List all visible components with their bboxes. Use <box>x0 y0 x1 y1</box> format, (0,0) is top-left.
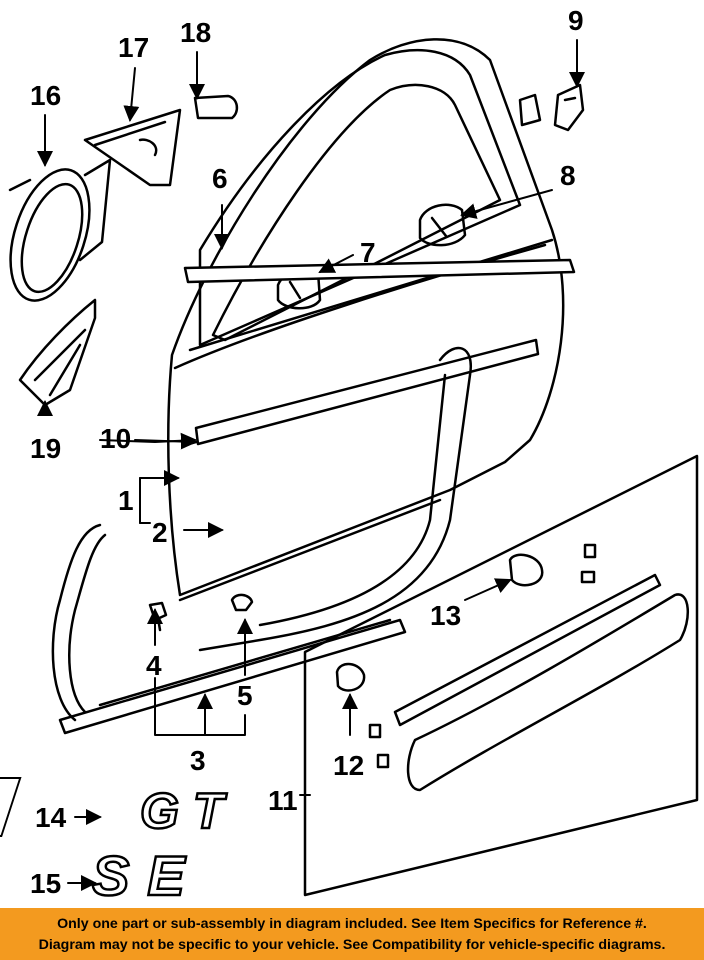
callout-18: 18 <box>180 17 211 48</box>
gt-emblem: GT <box>0 777 237 840</box>
leader-lines <box>37 39 585 891</box>
outside-mirror <box>8 158 112 302</box>
parts-diagram: GT SE 1 2 3 4 5 6 7 8 9 10 11 12 13 14 1… <box>0 5 699 908</box>
sill-strip <box>58 618 407 735</box>
se-emblem-text: SE <box>92 844 203 907</box>
trim-moulding-upper <box>393 573 662 727</box>
clip-b <box>580 570 596 584</box>
push-pin-4 <box>148 601 168 632</box>
callout-16: 16 <box>30 80 61 111</box>
callout-7: 7 <box>360 237 376 268</box>
callout-5: 5 <box>237 680 253 711</box>
door-trim-panel <box>303 454 699 897</box>
mirror-regulator <box>18 298 97 407</box>
callout-14: 14 <box>35 802 67 833</box>
retainer-12 <box>335 662 366 692</box>
se-emblem: SE <box>91 843 203 908</box>
callout-labels: 1 2 3 4 5 6 7 8 9 10 11 12 13 14 15 16 1… <box>30 5 584 899</box>
callout-6: 6 <box>212 163 228 194</box>
trim-moulding-lower <box>406 593 690 792</box>
callout-15: 15 <box>30 868 61 899</box>
callout-4: 4 <box>146 650 162 681</box>
door-weatherstrip <box>198 346 473 652</box>
gt-emblem-text: GT <box>140 783 237 839</box>
callout-11: 11 <box>268 785 298 816</box>
hinge-part <box>553 83 585 132</box>
callout-19: 19 <box>30 433 61 464</box>
retainer-13 <box>508 553 544 587</box>
callout-2: 2 <box>152 517 168 548</box>
part-18 <box>193 94 239 120</box>
disclaimer-line-2: Diagram may not be specific to your vehi… <box>38 937 666 953</box>
callout-17: 17 <box>118 32 149 63</box>
callout-3: 3 <box>190 745 206 776</box>
disclaimer-banner: Only one part or sub-assembly in diagram… <box>0 908 704 960</box>
callout-13: 13 <box>430 600 461 631</box>
mirror-bracket <box>83 108 182 187</box>
disclaimer-line-1: Only one part or sub-assembly in diagram… <box>57 916 647 932</box>
clip-c <box>368 723 382 739</box>
opening-weatherstrip <box>51 523 107 722</box>
clip-d <box>376 753 390 769</box>
clip-a <box>583 543 597 559</box>
belt-weatherstrip <box>183 258 576 284</box>
door-molding-strip <box>194 338 540 446</box>
callout-10: 10 <box>100 423 131 454</box>
door-shell <box>167 38 565 602</box>
push-pin-5 <box>230 593 254 612</box>
callout-8: 8 <box>560 160 576 191</box>
callout-1: 1 <box>118 485 134 516</box>
inside-handle <box>418 203 467 247</box>
callout-12: 12 <box>333 750 364 781</box>
callout-9: 9 <box>568 5 584 36</box>
